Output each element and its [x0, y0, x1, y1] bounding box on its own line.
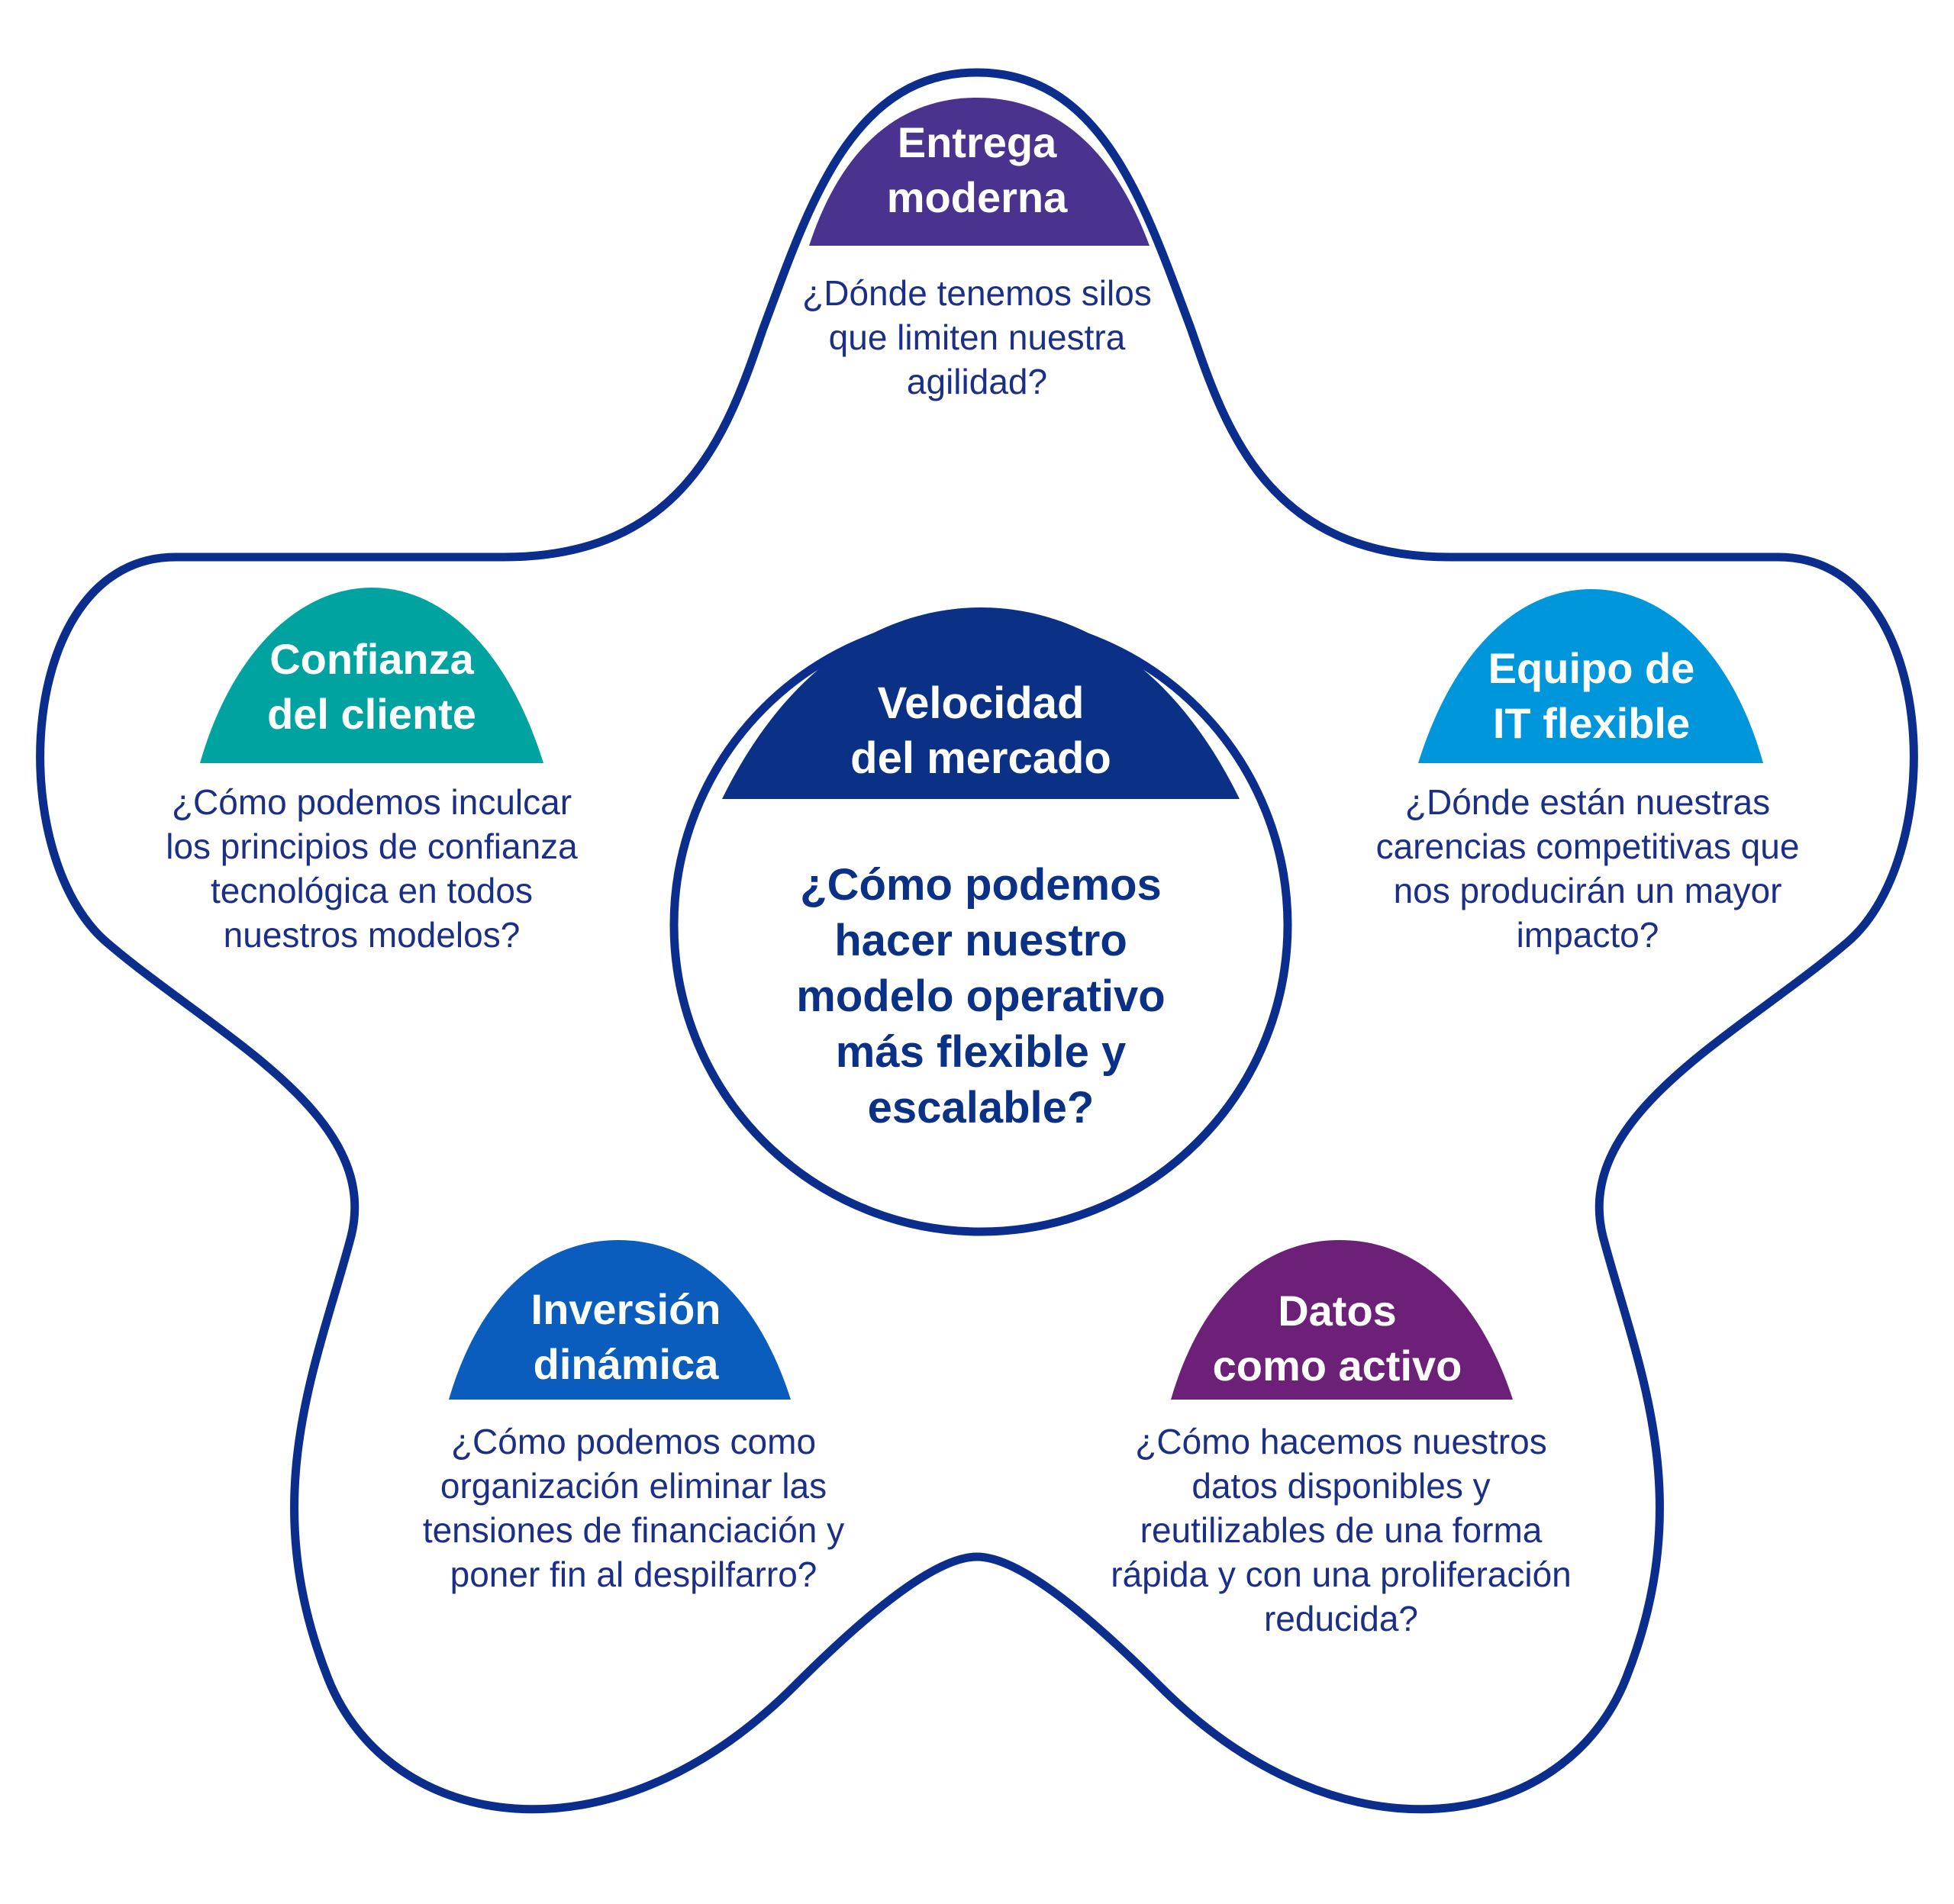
center-question-line: más flexible y — [835, 1027, 1127, 1077]
entrega-question-line: ¿Dónde tenemos silos — [802, 273, 1152, 313]
confianza-badge — [200, 588, 543, 763]
datos-question-line: datos disponibles y — [1191, 1466, 1491, 1506]
datos-question-line: reducida? — [1263, 1599, 1419, 1638]
confianza-question-line: nuestros modelos? — [223, 915, 521, 955]
datos-question-line: rápida y con una proliferación — [1111, 1554, 1572, 1594]
inversion-question-line: poner fin al despilfarro? — [450, 1554, 817, 1594]
inversion-title: Inversión dinámica — [473, 1282, 779, 1392]
inversion-badge — [449, 1240, 791, 1400]
entrega-question-line: agilidad? — [906, 362, 1048, 401]
inversion-question-line: ¿Cómo podemos como — [450, 1422, 817, 1461]
inversion-question-line: organización eliminar las — [440, 1466, 827, 1506]
entrega-title-line: moderna — [886, 173, 1068, 221]
datos-title-line: Datos — [1278, 1287, 1397, 1335]
confianza-title-line: del cliente — [267, 690, 476, 738]
center-question-line: escalable? — [867, 1083, 1095, 1132]
center-question-line: hacer nuestro — [834, 916, 1127, 965]
datos-question-line: reutilizables de una forma — [1140, 1510, 1543, 1550]
datos-title: Datos como activo — [1185, 1284, 1490, 1393]
datos-title-line: como activo — [1212, 1342, 1462, 1390]
confianza-question-line: los principios de confianza — [166, 826, 578, 866]
confianza-question-line: tecnológica en todos — [211, 871, 533, 910]
center-question: ¿Cómo podemos hacer nuestro modelo opera… — [752, 857, 1210, 1136]
center-question-line: modelo operativo — [796, 971, 1166, 1021]
entrega-title: Entrega moderna — [824, 115, 1130, 225]
entrega-question-line: que limiten nuestra — [828, 317, 1126, 357]
inversion-title-line: Inversión — [530, 1285, 721, 1333]
entrega-title-line: Entrega — [897, 118, 1057, 166]
confianza-question: ¿Cómo podemos inculcar los principios de… — [120, 780, 624, 957]
star-outline — [36, 68, 1918, 1814]
center-title-shape — [722, 607, 1240, 799]
datos-question: ¿Cómo hacemos nuestros datos disponibles… — [1074, 1419, 1608, 1641]
equipo-title-line: IT flexible — [1492, 699, 1691, 747]
center-title-line: Velocidad — [877, 678, 1085, 728]
equipo-badge — [1418, 589, 1763, 763]
inversion-question: ¿Cómo podemos como organización eliminar… — [382, 1419, 885, 1596]
equipo-question-line: ¿Dónde están nuestras — [1404, 782, 1771, 822]
equipo-title-line: Equipo de — [1488, 644, 1695, 692]
equipo-question-line: impacto? — [1516, 915, 1659, 955]
datos-question-line: ¿Cómo hacemos nuestros — [1135, 1422, 1547, 1461]
center-title-line: del mercado — [850, 733, 1111, 783]
confianza-title: Confianza del cliente — [219, 632, 524, 742]
center-question-line: ¿Cómo podemos — [800, 860, 1162, 910]
entrega-question: ¿Dónde tenemos silos que limiten nuestra… — [748, 271, 1206, 404]
confianza-question-line: ¿Cómo podemos inculcar — [171, 782, 572, 822]
confianza-title-line: Confianza — [269, 635, 474, 683]
equipo-question-line: nos producirán un mayor — [1393, 871, 1782, 910]
equipo-question-line: carencias competitivas que — [1375, 826, 1800, 866]
inversion-title-line: dinámica — [533, 1340, 719, 1388]
equipo-title: Equipo de IT flexible — [1439, 641, 1744, 751]
inversion-question-line: tensiones de financiación y — [422, 1510, 845, 1550]
datos-badge — [1171, 1240, 1513, 1400]
equipo-question: ¿Dónde están nuestras carencias competit… — [1332, 780, 1843, 957]
entrega-badge — [809, 98, 1150, 246]
center-title: Velocidad del mercado — [828, 676, 1133, 786]
